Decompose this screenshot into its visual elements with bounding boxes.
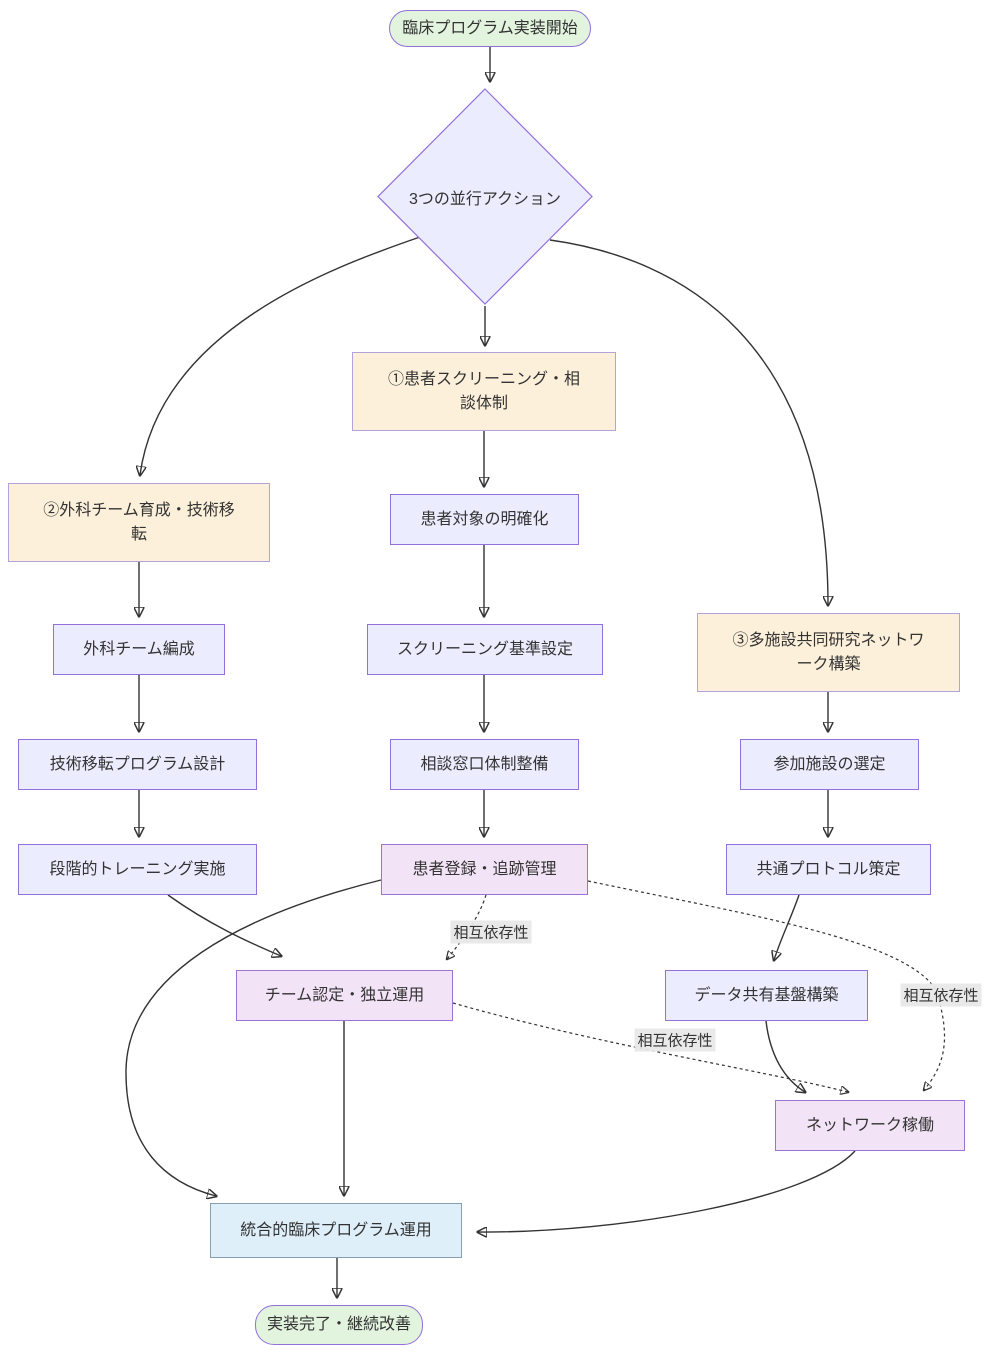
node-integrated-operation: 統合的臨床プログラム運用 — [210, 1203, 462, 1258]
node-branch3-network-build: ③多施設共同研究ネットワーク構築 — [697, 613, 960, 692]
node-transfer-design: 技術移転プログラム設計 — [18, 739, 257, 790]
node-network-operation: ネットワーク稼働 — [775, 1100, 965, 1151]
node-end: 実装完了・継続改善 — [255, 1305, 423, 1345]
edge-platform-to-network — [765, 1020, 805, 1092]
diamond-label: 3つの並行アクション — [408, 190, 562, 208]
edge-network-to-integrated — [478, 1150, 856, 1232]
edge-label-interdependency-3: 相互依存性 — [900, 983, 982, 1007]
node-consultation-desk: 相談窓口体制整備 — [390, 739, 579, 790]
node-site-selection: 参加施設の選定 — [740, 739, 919, 790]
node-screening-criteria: スクリーニング基準設定 — [367, 624, 603, 675]
edge-decision-to-branch3 — [549, 239, 828, 605]
edge-decision-to-branch2 — [140, 236, 421, 475]
node-branch2-surgical-team: ②外科チーム育成・技術移転 — [8, 483, 270, 562]
edge-certification-to-network-dotted — [452, 1002, 848, 1092]
node-team-formation: 外科チーム編成 — [53, 624, 225, 675]
diamond-shape — [377, 88, 593, 305]
node-data-platform: データ共有基盤構築 — [665, 970, 868, 1021]
edge-label-interdependency-2: 相互依存性 — [634, 1028, 716, 1052]
edge-registry-to-network-dotted — [587, 880, 946, 1090]
edge-registry-to-integrated — [125, 879, 382, 1196]
edge-label-interdependency-1: 相互依存性 — [450, 920, 532, 944]
edge-training-to-certification — [167, 894, 281, 956]
node-common-protocol: 共通プロトコル策定 — [726, 844, 931, 895]
node-patient-registry: 患者登録・追跡管理 — [381, 844, 588, 895]
node-decision-parallel-actions: 3つの並行アクション — [377, 88, 593, 305]
node-branch1-patient-screening: ①患者スクリーニング・相談体制 — [352, 352, 616, 431]
node-start: 臨床プログラム実装開始 — [389, 10, 591, 47]
edge-protocol-to-platform — [774, 894, 800, 960]
node-team-certification: チーム認定・独立運用 — [236, 970, 453, 1021]
node-stepwise-training: 段階的トレーニング実施 — [18, 844, 257, 895]
node-patient-scope: 患者対象の明確化 — [390, 494, 579, 545]
